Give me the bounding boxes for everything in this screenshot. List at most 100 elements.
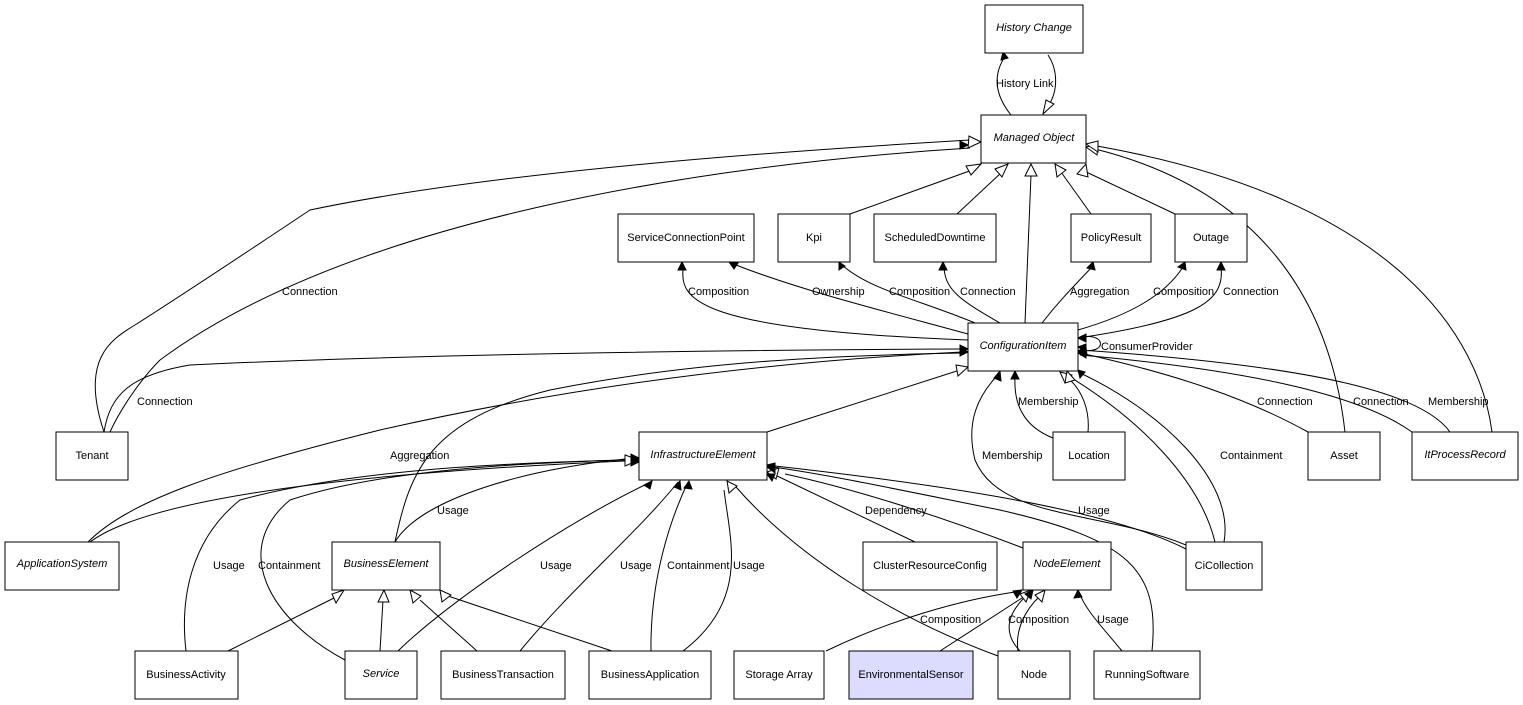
node-storage-array[interactable]: Storage Array: [733, 650, 825, 700]
edge-label-composition: Composition: [1153, 286, 1214, 298]
node-it-process-record[interactable]: ItProcessRecord: [1411, 431, 1519, 481]
edge-history-link-to-history-change: [996, 54, 1012, 116]
edge-label-composition: Composition: [688, 286, 749, 298]
edge-ci-composition-outage: [1077, 266, 1184, 331]
arrowheads: [331, 50, 1226, 605]
node-tenant[interactable]: Tenant: [55, 431, 129, 481]
edge-label-history-link: History Link: [996, 78, 1054, 90]
edge-label-connection: Connection: [1257, 396, 1313, 408]
node-label: ApplicationSystem: [16, 558, 108, 570]
edge-service-usage-ie: [397, 481, 652, 652]
node-running-software[interactable]: RunningSoftware: [1093, 650, 1201, 700]
edge-ci-ownership-kpi: [735, 264, 969, 335]
edge-cic-inherits-ci: [1069, 376, 1216, 543]
node-ci-collection[interactable]: CiCollection: [1185, 541, 1263, 591]
arrow-head: [938, 260, 948, 271]
arrow-head: [630, 458, 641, 467]
arrow-head: [1000, 50, 1009, 61]
edge-label-membership: Membership: [982, 450, 1043, 462]
edge-label-connection: Connection: [960, 286, 1016, 298]
edge-label-connection: Connection: [282, 286, 338, 298]
node-label: ClusterResourceConfig: [873, 560, 987, 572]
edge-label-containment: Containment: [258, 560, 320, 572]
triangle-head: [377, 588, 390, 603]
triangle-head: [1054, 163, 1067, 178]
node-service-connection-point[interactable]: ServiceConnectionPoint: [617, 213, 755, 263]
edge-tenant-connection-managed-object: [109, 147, 971, 433]
triangle-head: [1076, 162, 1089, 178]
triangle-head: [439, 589, 452, 603]
node-service[interactable]: Service: [344, 650, 418, 700]
node-label: InfrastructureElement: [650, 449, 756, 461]
edge-label-usage: Usage: [733, 560, 765, 572]
node-node[interactable]: Node: [997, 650, 1071, 700]
triangle-head: [1084, 140, 1099, 153]
node-location[interactable]: Location: [1052, 431, 1126, 481]
edge-ci-connection-sd: [943, 266, 1001, 324]
arrow-head: [1024, 589, 1034, 600]
node-label: BusinessApplication: [601, 669, 699, 681]
arrow-head: [643, 480, 653, 490]
arrow-head: [1216, 260, 1226, 271]
node-label: BusinessActivity: [146, 669, 226, 681]
edge-label-composition: Composition: [889, 286, 950, 298]
triangle-head: [1024, 162, 1038, 177]
node-label: RunningSoftware: [1105, 669, 1189, 681]
arrow-head: [766, 473, 776, 483]
node-node-element[interactable]: NodeElement: [1022, 541, 1112, 591]
edge-itprocessrecord-inherits-managed-object: [1096, 145, 1493, 433]
arrow-head: [1010, 369, 1020, 380]
edge-ci-inherits-managed-object: [1024, 174, 1032, 324]
arrow-head: [1076, 343, 1087, 353]
node-infrastructure-element[interactable]: InfrastructureElement: [638, 431, 768, 481]
node-asset[interactable]: Asset: [1307, 431, 1381, 481]
node-business-element[interactable]: BusinessElement: [331, 541, 441, 591]
edge-kpi-inherits-managed-object: [849, 168, 976, 215]
node-managed-object[interactable]: Managed Object: [980, 114, 1087, 164]
node-history-change[interactable]: History Change: [984, 4, 1084, 54]
node-environmental-sensor[interactable]: EnvironmentalSensor: [848, 650, 974, 700]
edge-rs-usage-ie: [772, 466, 1154, 652]
nodes: History Change Managed Object ServiceCon…: [4, 4, 1519, 700]
node-label: Kpi: [806, 232, 822, 244]
node-business-activity[interactable]: BusinessActivity: [134, 650, 239, 700]
triangle-head: [726, 480, 738, 494]
triangle-head: [955, 364, 970, 377]
node-label: Asset: [1330, 450, 1358, 462]
edge-be-usage-ie: [394, 458, 626, 543]
node-label: Node: [1021, 669, 1047, 681]
edge-label-composition: Composition: [1008, 614, 1069, 626]
edge-as-inherits-ie: [89, 460, 626, 543]
edge-be-to-ci: [394, 352, 963, 543]
edge-label-connection: Connection: [1223, 286, 1279, 298]
triangle-head: [331, 589, 346, 605]
edge-tenant-inherits-managed-object: [94, 139, 971, 433]
node-application-system[interactable]: ApplicationSystem: [4, 541, 120, 591]
edge-ci-composition-kpi: [841, 264, 976, 324]
node-label: Location: [1068, 450, 1110, 462]
node-configuration-item[interactable]: ConfigurationItem: [967, 322, 1079, 372]
arrow-head: [765, 464, 776, 474]
node-label: CiCollection: [1195, 560, 1254, 572]
arrow-head: [1086, 261, 1096, 271]
arrow-head: [673, 479, 682, 491]
node-label: ServiceConnectionPoint: [627, 232, 744, 244]
node-scheduled-downtime[interactable]: ScheduledDowntime: [873, 213, 997, 263]
node-business-application[interactable]: BusinessApplication: [588, 650, 712, 700]
triangle-head: [1034, 589, 1046, 603]
node-cluster-resource-config[interactable]: ClusterResourceConfig: [862, 541, 998, 591]
edge-ci-connection-outage: [1077, 266, 1222, 339]
edge-as-aggregation-ci: [87, 351, 963, 543]
triangle-head: [965, 163, 983, 176]
edge-bapp-usage-ie: [682, 489, 732, 652]
edge-ie-inherits-ci: [766, 368, 964, 433]
node-outage[interactable]: Outage: [1174, 213, 1248, 263]
arrow-head: [1176, 261, 1187, 271]
edge-policy-result-inherits-managed-object: [1060, 171, 1092, 215]
arrow-head: [838, 261, 846, 271]
node-business-transaction[interactable]: BusinessTransaction: [440, 650, 566, 700]
node-policy-result[interactable]: PolicyResult: [1070, 213, 1152, 263]
triangle-head: [409, 589, 422, 604]
node-kpi[interactable]: Kpi: [777, 213, 851, 263]
node-label: BusinessTransaction: [452, 669, 554, 681]
